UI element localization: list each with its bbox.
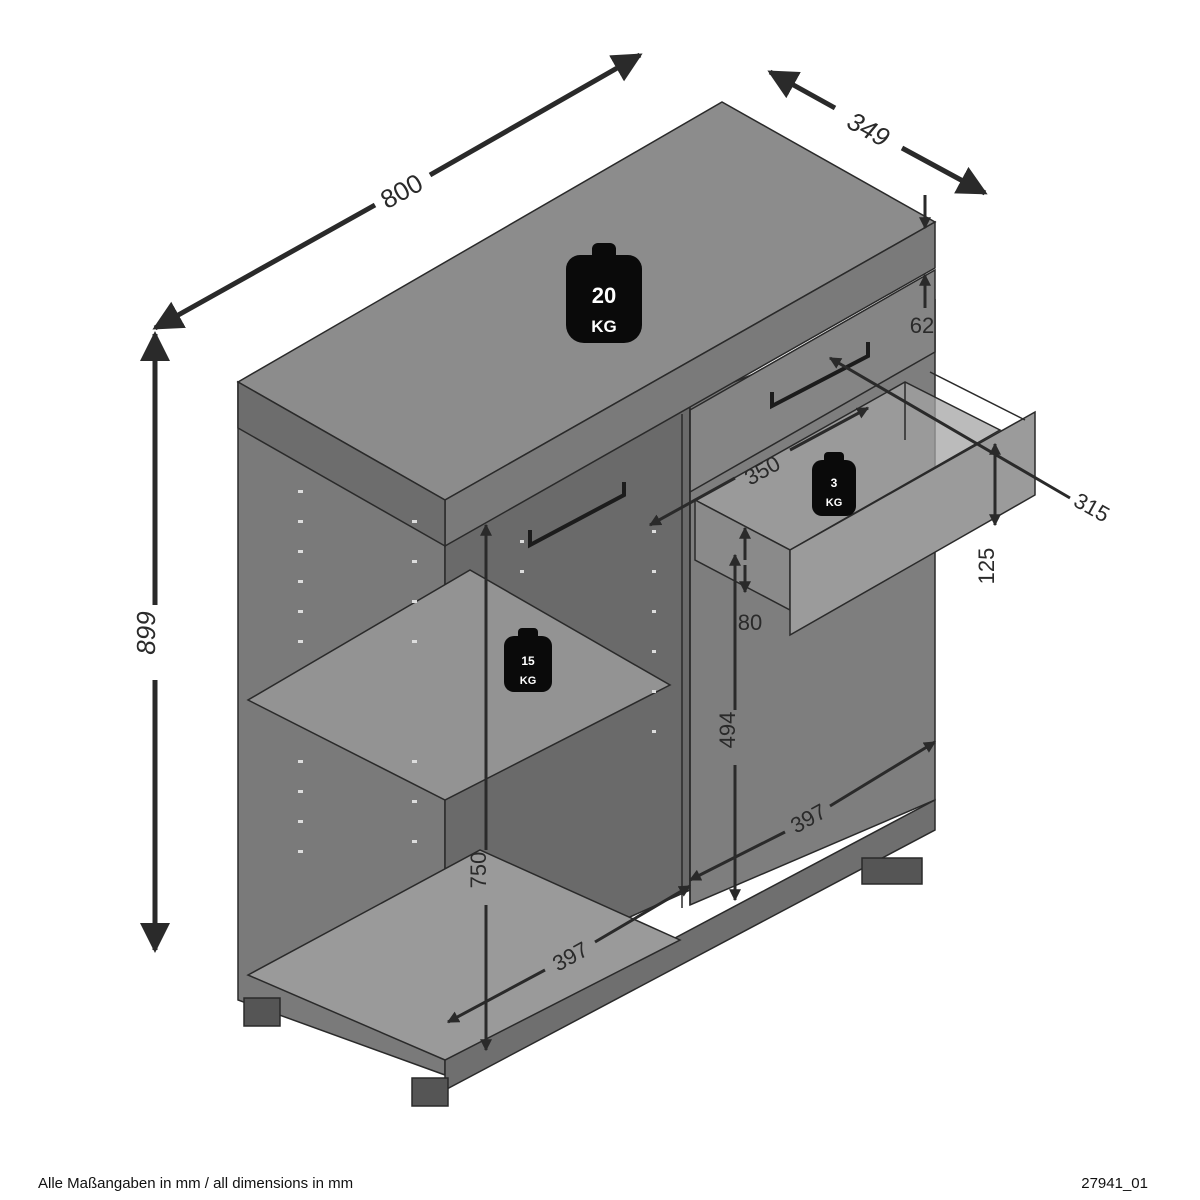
dim-line-drawer-width <box>828 356 1071 500</box>
drawer-load-value: 3 <box>831 476 838 490</box>
shelf <box>246 569 672 801</box>
article-code: 27941_01 <box>1081 1175 1148 1192</box>
weight-icon-top: 20 KG <box>566 243 642 343</box>
left-door-handle <box>528 482 626 549</box>
shelf-load-value: 15 <box>521 654 535 668</box>
foot-right <box>861 857 923 885</box>
shelf-load-unit: KG <box>520 675 537 687</box>
top-side-edge <box>237 380 446 548</box>
top-load-unit: KG <box>591 317 617 336</box>
label-depth: 349 <box>842 105 894 152</box>
dimensions-note: Alle Maßangaben in mm / all dimensions i… <box>38 1175 354 1192</box>
cabinet-floor <box>246 849 682 1061</box>
weight-icon-drawer: 3 KG <box>812 452 856 516</box>
dimension-lines <box>140 52 1071 1052</box>
shelf-pin-holes <box>298 490 656 853</box>
dim-line-depth <box>767 69 837 111</box>
top-load-value: 20 <box>592 283 616 308</box>
label-width: 800 <box>375 167 427 214</box>
drawer-front <box>789 410 1036 637</box>
label-inner-height-right: 494 <box>715 712 740 749</box>
drawer-load-unit: KG <box>826 497 843 509</box>
foot-left <box>243 997 281 1027</box>
dim-line-drawer-depth <box>648 476 736 527</box>
upper-drawer-handle <box>770 342 870 410</box>
label-top-thickness: 62 <box>910 313 934 338</box>
label-height: 899 <box>131 611 161 654</box>
label-drawer-inner: 80 <box>738 610 762 635</box>
label-drawer-height: 125 <box>974 548 999 585</box>
weight-icon-shelf: 15 KG <box>504 628 552 692</box>
dim-line-inner-width-left <box>446 968 546 1024</box>
foot-front <box>411 1077 449 1107</box>
dim-line-inner-width-right <box>688 830 786 882</box>
label-inner-height-left: 750 <box>466 852 491 889</box>
label-drawer-width: 315 <box>1070 488 1114 528</box>
dim-line-width <box>152 202 377 331</box>
